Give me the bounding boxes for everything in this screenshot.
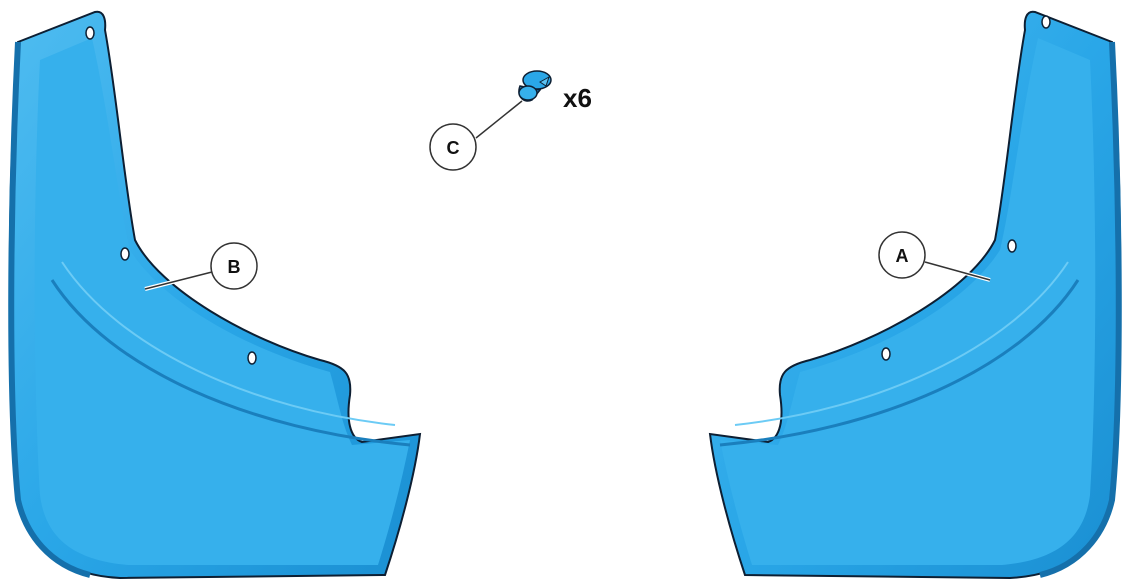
left-flap-rib	[50, 279, 411, 447]
callout-a-leader	[924, 261, 991, 281]
left-flap-edge	[8, 41, 91, 578]
right-flap-hole-top	[1041, 15, 1051, 29]
callout-a: A	[878, 231, 926, 279]
callout-b-label: B	[228, 257, 241, 277]
left-flap-hole-mid	[120, 247, 130, 261]
callout-a-label: A	[896, 246, 909, 266]
callout-c-label: C	[447, 138, 460, 158]
right-flap-rib-highlight	[734, 261, 1069, 426]
push-pin-clip-icon	[518, 70, 552, 102]
callout-b: B	[210, 242, 258, 290]
right-flap-face	[720, 38, 1096, 565]
left-mud-flap	[8, 10, 422, 580]
left-flap-face	[34, 38, 410, 565]
callout-b-leader	[144, 271, 213, 290]
callout-c: C	[429, 123, 477, 171]
callout-c-leader	[475, 100, 523, 139]
right-flap-edge	[1039, 41, 1122, 578]
right-flap-hole-low	[881, 347, 891, 361]
left-flap-hole-low	[247, 351, 257, 365]
right-mud-flap	[708, 10, 1122, 580]
fastener-quantity-label: x6	[563, 83, 592, 113]
left-flap-hole-top	[85, 26, 95, 40]
right-flap-hole-mid	[1007, 239, 1017, 253]
right-flap-rib	[719, 279, 1080, 447]
left-flap-rib-highlight	[61, 261, 396, 426]
